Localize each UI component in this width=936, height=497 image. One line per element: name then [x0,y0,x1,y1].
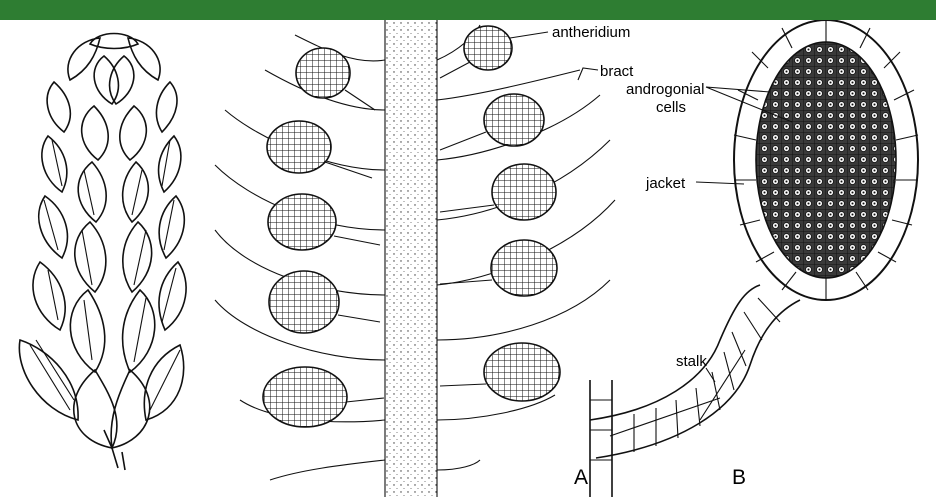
panel-a-diagram: antheridium bract A [215,20,634,497]
panel-b-label: B [732,466,746,489]
androgonial-label-line1: androgonial [626,81,704,98]
stalk-leader [706,368,715,382]
antheridia-right [440,26,560,401]
panel-a-label: A [574,466,588,489]
central-axis [385,20,437,497]
top-accent-bar [0,0,936,20]
stalk-label: stalk [676,353,707,370]
antheridia-left [263,48,384,427]
strobilus-illustration [19,34,186,471]
jacket-label: jacket [645,175,686,192]
botanical-figure: antheridium bract A [0,20,936,497]
androgonial-label-line2: cells [656,99,686,116]
bract-leader [578,68,598,80]
antheridium-label: antheridium [552,24,630,41]
bract-label: bract [600,63,634,80]
androgonial-cell-mass [756,42,896,278]
antheridium-leader [510,32,548,38]
panel-b-diagram: androgonial cells jacket stalk B [590,20,918,497]
